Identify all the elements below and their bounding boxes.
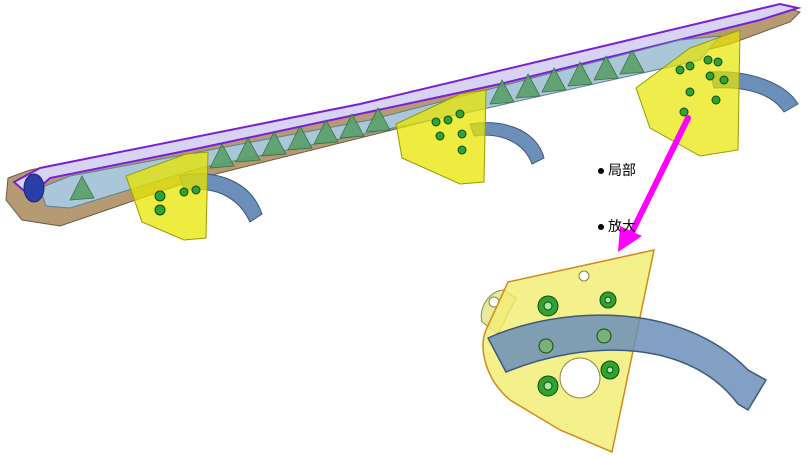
zoom-arrow-head-icon [618, 226, 642, 252]
label-enlarge: 放大 [598, 216, 636, 236]
enlarged-bracket [480, 249, 768, 454]
bracket-middle-springs [431, 109, 467, 155]
beam-ribs [69, 49, 645, 201]
bracket-right [635, 29, 799, 157]
zoom-arrow [618, 115, 691, 252]
label-enlarge-text: 放大 [608, 219, 636, 235]
bracket-left [125, 151, 263, 241]
label-local: 局部 [598, 160, 636, 180]
bracket-left-springs [154, 185, 201, 216]
label-local-text: 局部 [608, 163, 636, 179]
enlarged-bracket-hole [559, 357, 601, 399]
bracket-right-springs [675, 55, 729, 117]
enlarged-bracket-springs [537, 291, 620, 397]
beam-end-cap [23, 173, 45, 203]
bracket-middle-arm [469, 122, 545, 165]
bracket-middle [395, 89, 545, 185]
bracket-left-plate [125, 151, 209, 241]
bullet-dot-icon [598, 224, 604, 230]
enlarged-bracket-arm [486, 314, 768, 412]
bullet-dot-icon [598, 168, 604, 174]
